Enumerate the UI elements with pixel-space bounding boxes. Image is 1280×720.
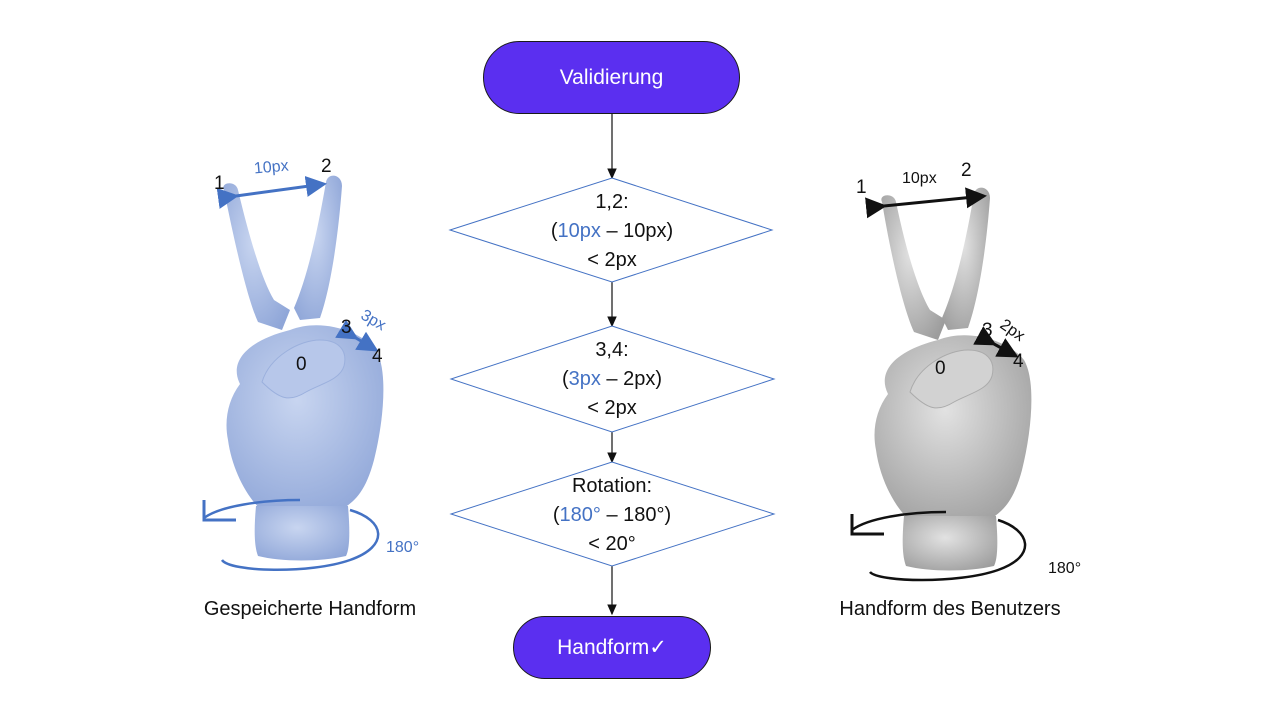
user-hand-thumb (909, 349, 994, 409)
decision-3-text: Rotation: (180° – 180°) < 20° (512, 472, 712, 559)
decision-1-title: 1,2: (595, 191, 629, 213)
user-hand-middle-finger (942, 187, 990, 330)
end-terminal: Handform✓ (513, 616, 711, 679)
decision-diamond-3 (449, 461, 776, 567)
stored-dist-12-arrow (216, 176, 327, 209)
start-terminal-label: Validierung (559, 65, 664, 89)
decision-1-text: 1,2: (10px – 10px) < 2px (512, 188, 712, 275)
stored-hand-wrist (254, 506, 350, 561)
user-rotation-corner-icon (850, 514, 884, 536)
decision-2-formula: (3px – 2px) (561, 368, 663, 390)
stored-point-0-label: 0 (296, 354, 307, 375)
stored-hand-caption: Gespeicherte Handform (203, 598, 417, 620)
user-point-3-label: 3 (982, 320, 993, 341)
stored-dist-34-arrow (335, 319, 379, 352)
stored-hand-figure (202, 175, 384, 571)
user-hand-caption: Handform des Benutzers (839, 598, 1061, 620)
stored-dist-12-label: 10px (253, 157, 290, 178)
user-rotation-label: 180° (1048, 560, 1082, 577)
user-dist-34-arrow (973, 326, 1019, 358)
user-hand-index-finger (881, 195, 946, 340)
user-rotation-arc (869, 518, 1027, 582)
decision-1-formula: (10px – 10px) (550, 220, 674, 242)
user-dist-12-label: 10px (902, 170, 937, 187)
user-hand-figure (850, 187, 1032, 582)
stored-rotation-arc-top (203, 498, 301, 520)
user-point-4-label: 4 (1013, 351, 1024, 372)
stored-hand-thumb (261, 339, 346, 399)
user-point-0-label: 0 (935, 358, 946, 379)
start-terminal: Validierung (483, 41, 740, 114)
user-hand-palm (874, 335, 1032, 522)
user-point-1-label: 1 (856, 177, 867, 198)
stored-point-3-label: 3 (341, 317, 352, 338)
stored-point-2-label: 2 (321, 156, 332, 177)
decision-2-title: 3,4: (595, 339, 629, 361)
decision-3-threshold: < 20° (588, 533, 636, 555)
decision-diamond-1 (448, 177, 774, 283)
decision-3-stored-value: 180° (559, 504, 601, 526)
user-hand-wrist (902, 516, 998, 571)
user-point-2-label: 2 (961, 160, 972, 181)
stored-point-4-label: 4 (372, 346, 383, 367)
decision-diamond-2 (449, 325, 776, 433)
decision-2-text: 3,4: (3px – 2px) < 2px (512, 336, 712, 423)
decision-1-stored-value: 10px (557, 220, 601, 242)
stored-point-1-label: 1 (214, 173, 225, 194)
user-dist-12-arrow (865, 187, 987, 219)
stored-rotation-corner-icon (202, 500, 236, 522)
stored-rotation-arc (220, 508, 380, 571)
stored-hand-index-finger (223, 183, 290, 330)
stored-rotation-label: 180° (386, 539, 420, 556)
stored-hand-palm (226, 325, 384, 512)
decision-3-title: Rotation: (571, 475, 653, 497)
stored-hand-middle-finger (294, 175, 342, 320)
decision-2-stored-value: 3px (568, 368, 601, 390)
decision-2-threshold: < 2px (587, 397, 637, 419)
user-rotation-arc-top (851, 510, 947, 532)
end-terminal-label: Handform✓ (557, 636, 667, 659)
decision-3-formula: (180° – 180°) (552, 504, 672, 526)
decision-1-threshold: < 2px (587, 249, 637, 271)
